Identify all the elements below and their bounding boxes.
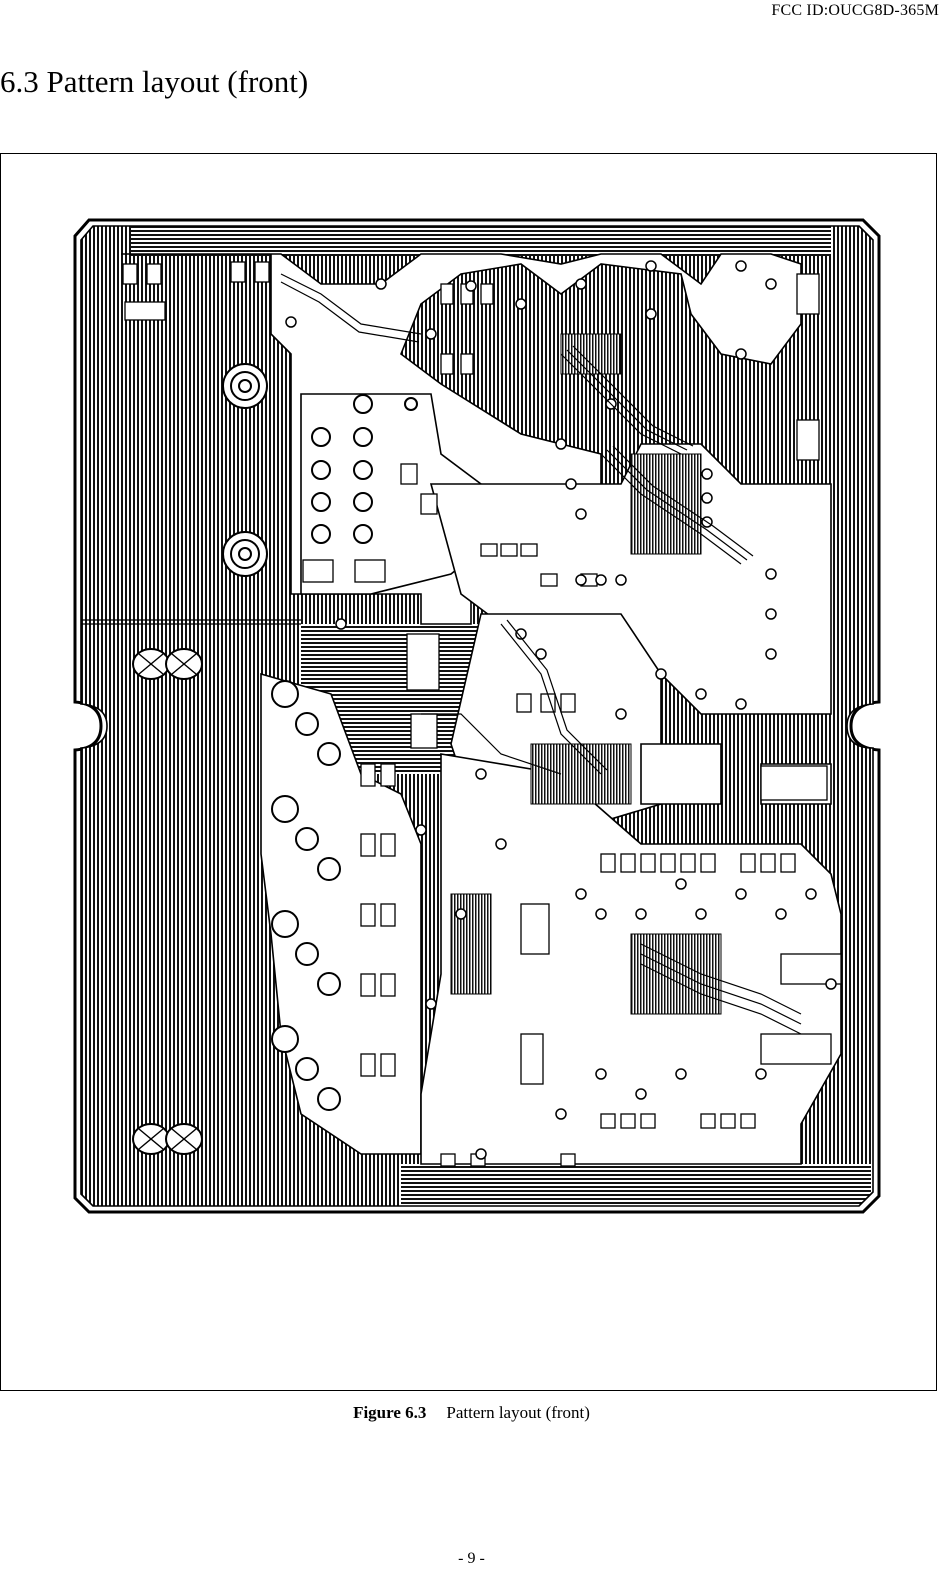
figure-caption: Figure 6.3 Pattern layout (front) xyxy=(0,1403,943,1423)
figure-label: Figure 6.3 xyxy=(353,1403,427,1422)
figure-frame xyxy=(0,153,937,1391)
fcc-id-header: FCC ID:OUCG8D-365M xyxy=(771,2,939,19)
page-number: - 9 - xyxy=(458,1550,485,1567)
section-title: 6.3 Pattern layout (front) xyxy=(0,64,309,99)
pcb-pattern-layout-image xyxy=(73,218,881,1214)
figure-caption-text: Pattern layout (front) xyxy=(446,1403,590,1422)
